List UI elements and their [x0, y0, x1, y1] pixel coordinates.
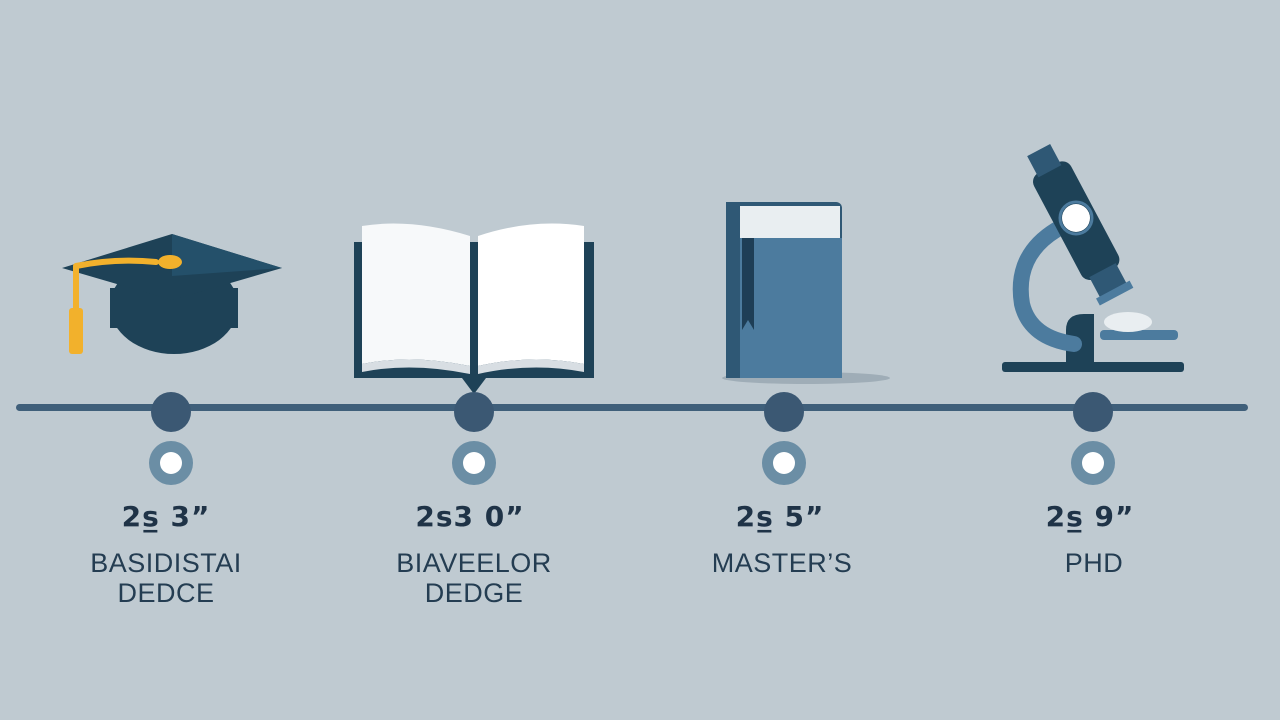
- milestone-marker-dot: [1082, 452, 1104, 474]
- milestone-marker: [762, 441, 806, 485]
- milestone-year: 2s3 0”: [415, 500, 525, 533]
- timeline-node: [454, 392, 494, 432]
- timeline-node: [764, 392, 804, 432]
- graduation-cap-icon: [62, 234, 282, 354]
- milestone-label-line: DEDCE: [117, 578, 215, 608]
- milestone-marker: [149, 441, 193, 485]
- milestone-label-line: BIAVEELOR: [396, 548, 552, 578]
- milestone-label-line: BASIDISTAI: [90, 548, 242, 578]
- timeline-node: [151, 392, 191, 432]
- timeline-axis: [16, 404, 1248, 411]
- milestone-year: 2s̲ 3”: [121, 500, 211, 533]
- milestone-label: BIAVEELOR DEDGE: [354, 548, 594, 608]
- milestone-year: 2s̲ 9”: [1045, 500, 1135, 533]
- milestone-label-line: DEDGE: [424, 578, 524, 608]
- microscope-icon: [1002, 143, 1184, 372]
- timeline-node: [1073, 392, 1113, 432]
- open-book-icon: [354, 223, 594, 394]
- milestone-marker-dot: [773, 452, 795, 474]
- milestone-marker: [452, 441, 496, 485]
- milestone-label: MASTER’S: [662, 548, 902, 578]
- milestone-marker-dot: [160, 452, 182, 474]
- milestone-label-line: PHD: [1064, 548, 1124, 578]
- milestone-year: 2s̲ 5”: [735, 500, 825, 533]
- milestone-marker-dot: [463, 452, 485, 474]
- milestone-label-line: MASTER’S: [711, 548, 853, 578]
- milestone-label: PHD: [974, 548, 1214, 578]
- closed-book-icon: [722, 202, 890, 384]
- milestone-label: BASIDISTAI DEDCE: [46, 548, 286, 608]
- milestone-marker: [1071, 441, 1115, 485]
